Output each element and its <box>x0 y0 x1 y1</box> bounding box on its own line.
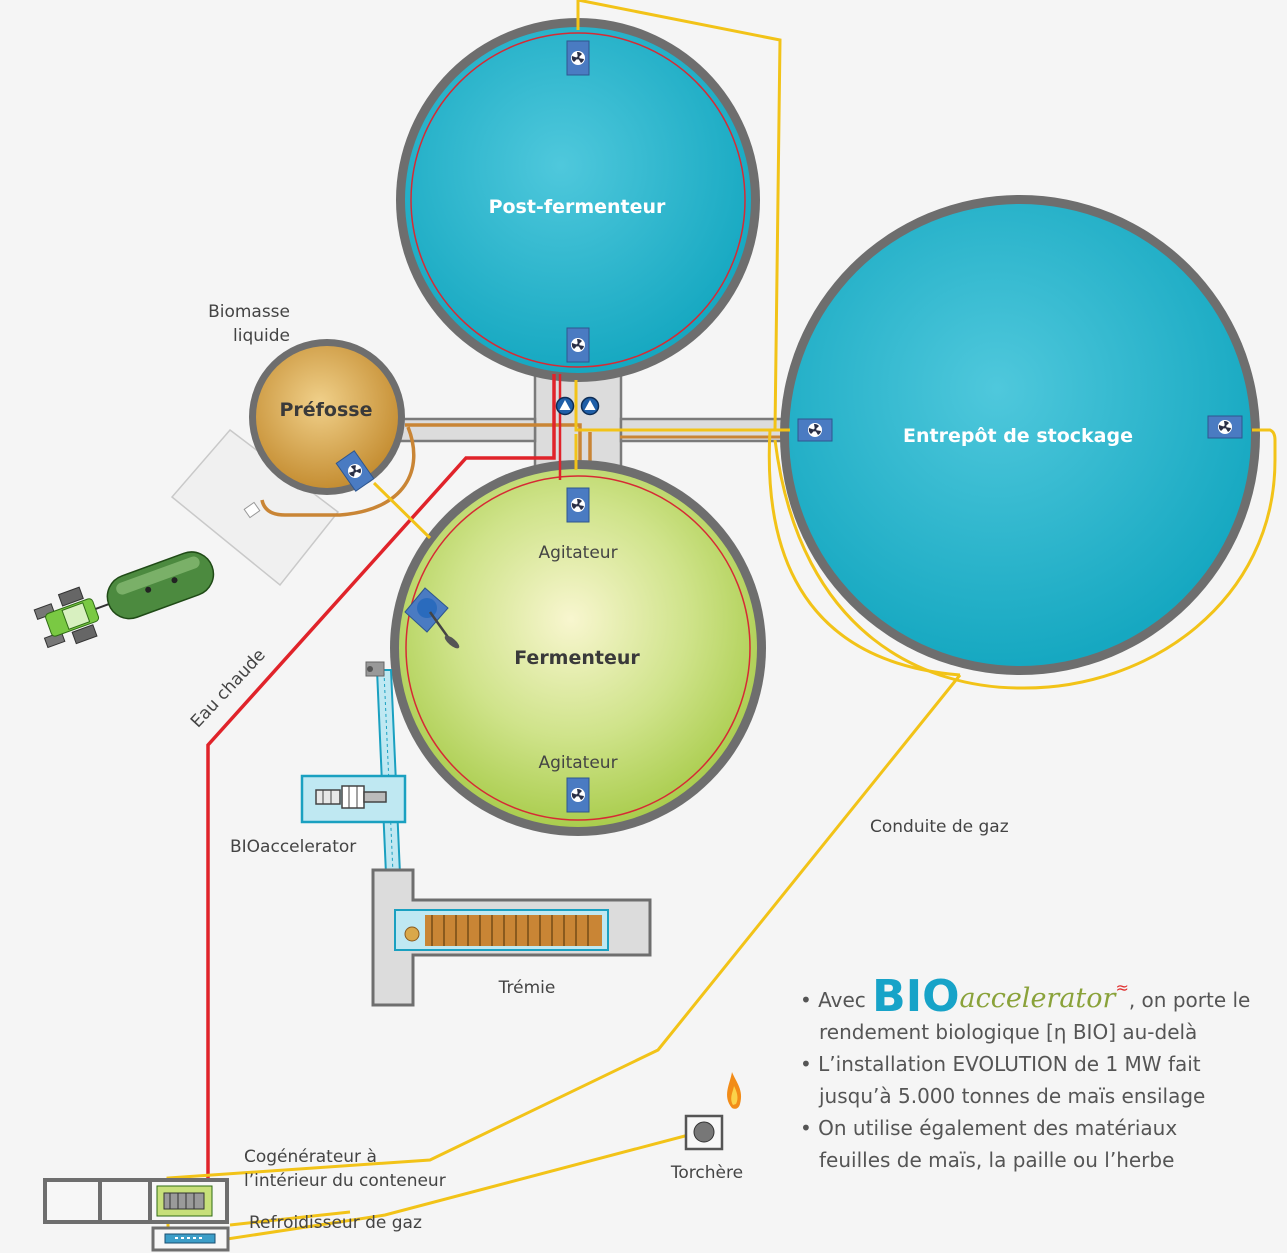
hot-water-line <box>206 374 556 1178</box>
fan-icon <box>566 487 590 523</box>
bioaccelerator-logo-script: accelerator <box>959 983 1116 1014</box>
tractor-icon <box>33 551 215 649</box>
bioaccelerator-unit <box>300 774 407 824</box>
fan-icon <box>566 777 590 813</box>
bullet-3-line-2: feuilles de maïs, la paille ou l’herbe <box>819 1148 1175 1172</box>
gas-cooler <box>151 1226 230 1252</box>
gas-cooler-label: Refroidisseur de gaz <box>249 1213 422 1233</box>
fan-icon <box>566 327 590 363</box>
info-bullets: • Avec BIOaccelerator≈, on porte le rend… <box>800 972 1287 1176</box>
substrate-pipe-prefosse-loop <box>260 426 416 517</box>
post-fermenteur-label: Post-fermenteur <box>489 196 666 218</box>
cogenerator-label-2: l’intérieur du conteneur <box>244 1171 446 1191</box>
cogenerator-container <box>43 1178 229 1224</box>
agitator-label-top: Agitateur <box>538 543 617 563</box>
flame-icon <box>684 1072 742 1151</box>
gas-line-label: Conduite de gaz <box>870 817 1009 837</box>
unloading-port <box>243 501 261 519</box>
storage-label: Entrepôt de stockage <box>903 425 1133 447</box>
agitator-label-bottom: Agitateur <box>538 753 617 773</box>
cogenerator-label-1: Cogénérateur à <box>244 1147 377 1167</box>
fan-icon <box>566 40 590 76</box>
paddle-agitator-icon <box>404 587 460 649</box>
tremie-label: Trémie <box>498 978 556 998</box>
bullet-1-line-2: rendement biologique [η BIO] au-delà <box>819 1020 1198 1044</box>
hopper <box>371 868 652 1007</box>
substrate-pipe <box>405 423 582 470</box>
bullet-2-line-2: jusqu’à 5.000 tonnes de maïs ensilage <box>819 1084 1206 1108</box>
bullet-3-line-1: • On utilise également des matériaux <box>800 1116 1178 1140</box>
pump-icon <box>555 396 575 416</box>
fan-icon <box>797 418 833 442</box>
fan-icon <box>1207 415 1243 439</box>
bioaccelerator-label: BIOaccelerator <box>230 837 356 857</box>
flare-label: Torchère <box>670 1163 743 1183</box>
fermenteur-heating-ring <box>405 475 751 821</box>
biomasse-label-1: Biomasse <box>208 302 290 322</box>
post-fermenteur-heating-ring <box>410 32 746 368</box>
pump-icon <box>580 396 600 416</box>
bullet-2-line-1: • L’installation EVOLUTION de 1 MW fait <box>800 1052 1201 1076</box>
prefosse-label: Préfosse <box>279 399 372 421</box>
bioaccelerator-logo: BIO <box>872 972 960 1022</box>
fermenteur-label: Fermenteur <box>514 647 640 669</box>
bullet-1-line-1: • Avec BIOaccelerator≈, on porte le <box>800 972 1251 1022</box>
biomasse-label-2: liquide <box>233 326 290 346</box>
corridor-left <box>393 417 537 443</box>
